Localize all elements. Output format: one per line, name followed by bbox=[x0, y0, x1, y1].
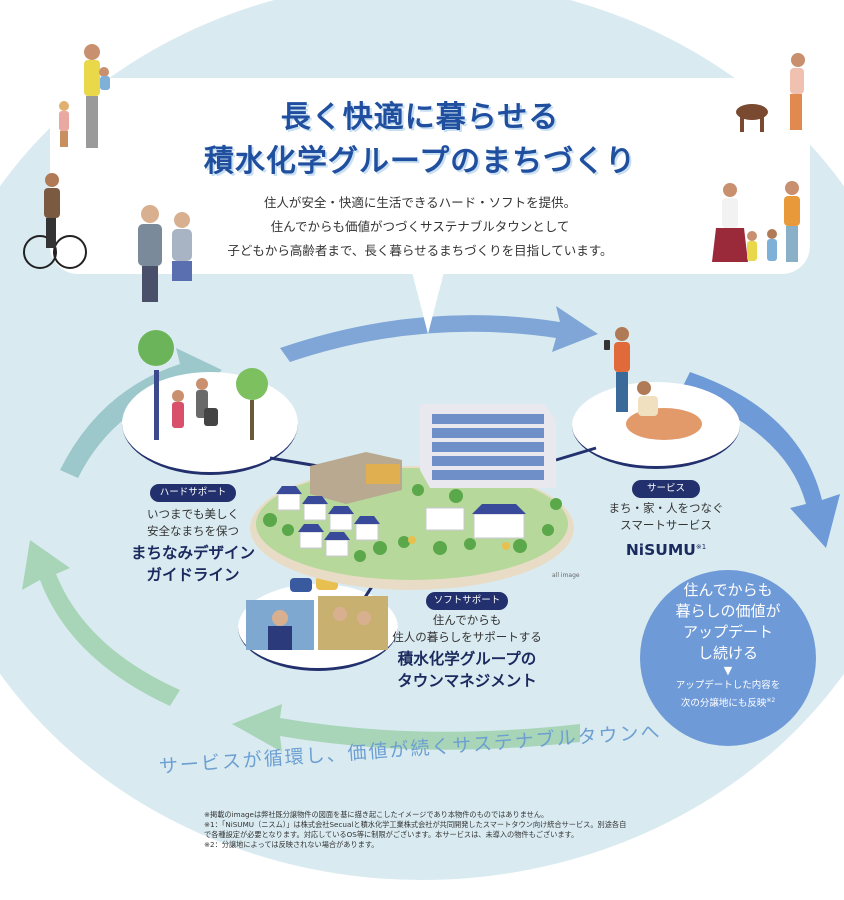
family-illustration bbox=[59, 44, 110, 148]
update-sub-line2: 次の分譲地にも反映※2 bbox=[652, 693, 804, 711]
arrow-left-lower bbox=[22, 540, 180, 706]
page-title-line1: 長く快適に暮らせる bbox=[280, 100, 560, 135]
elderly-couple-illustration bbox=[138, 205, 192, 302]
update-line2: 暮らしの価値が bbox=[675, 602, 781, 620]
hard-support-name-line2: ガイドライン bbox=[146, 566, 240, 584]
intro-text-line1: 住人が安全・快適に生活できるハード・ソフトを提供。 bbox=[263, 195, 577, 210]
service-desc-line1: まち・家・人をつなぐ bbox=[608, 501, 724, 515]
footnote-3: で各種設定が必要となります。対応しているOS等に制限がございます。本サービスは、… bbox=[204, 830, 579, 839]
cyclist-illustration bbox=[23, 173, 87, 269]
hard-support-desc-line2: 安全なまちを保つ bbox=[147, 524, 239, 538]
family-playing-illustration bbox=[712, 181, 800, 262]
intro-text-line3: 子どもから高齢者まで、長く暮らせるまちづくりを目指しています。 bbox=[227, 243, 613, 258]
service-desc-line2: スマートサービス bbox=[620, 518, 712, 532]
down-arrow-icon: ▼ bbox=[723, 664, 733, 677]
bubble-tail bbox=[412, 272, 444, 334]
intro-text-line2: 住んでからも価値がつづくサステナブルタウンとして bbox=[270, 219, 570, 234]
footnote-2: ※1：「NiSUMU（ニスム）」は株式会社Secualと積水化学工業株式会社が共… bbox=[204, 820, 627, 829]
footnote-4: ※2：分譲地によっては反映されない場合があります。 bbox=[204, 840, 379, 849]
update-line4: し続ける bbox=[697, 644, 758, 662]
soft-support-desc-line1: 住んでからも bbox=[432, 613, 502, 627]
page-title-line2: 積水化学グループのまちづくり bbox=[203, 144, 637, 179]
dog-walker-illustration bbox=[736, 53, 805, 132]
soft-support-name-line1: 積水化学グループの bbox=[397, 650, 537, 668]
soft-support-desc-line2: 住人の暮らしをサポートする bbox=[392, 630, 542, 644]
arrow-top bbox=[280, 306, 598, 362]
hard-support-label: ハードサポート bbox=[150, 484, 236, 502]
video-call-illustration bbox=[246, 576, 388, 650]
service-label: サービス bbox=[632, 480, 700, 498]
service-name-note: ※1 bbox=[695, 543, 707, 551]
phone-icon bbox=[604, 340, 610, 350]
hard-support-desc-line1: いつまでも美しく bbox=[147, 507, 239, 521]
update-line1: 住んでからも bbox=[683, 581, 773, 599]
update-circle bbox=[640, 570, 816, 746]
service-name-text: NiSUMU bbox=[625, 541, 696, 560]
update-sub-note: ※2 bbox=[766, 697, 776, 704]
arrow-bottom bbox=[232, 704, 580, 752]
tree-icon bbox=[138, 330, 268, 440]
soft-support-name-line2: タウンマネジメント bbox=[397, 672, 537, 690]
footnote-1: ※掲載のimageは弊社既分譲物件の図面を基に描き起こしたイメージであり本物件の… bbox=[204, 810, 549, 819]
service-name: NiSUMU※1 bbox=[606, 536, 726, 561]
image-note: all image bbox=[552, 572, 580, 579]
hard-support-name-line1: まちなみデザイン bbox=[130, 544, 255, 562]
update-sub-line1: アップデートした内容を bbox=[675, 680, 781, 691]
soft-support-label: ソフトサポート bbox=[426, 592, 508, 610]
update-sub-line2-text: 次の分譲地にも反映 bbox=[680, 698, 767, 710]
service-people-illustration bbox=[614, 327, 702, 440]
update-line3: アップデート bbox=[682, 623, 773, 641]
